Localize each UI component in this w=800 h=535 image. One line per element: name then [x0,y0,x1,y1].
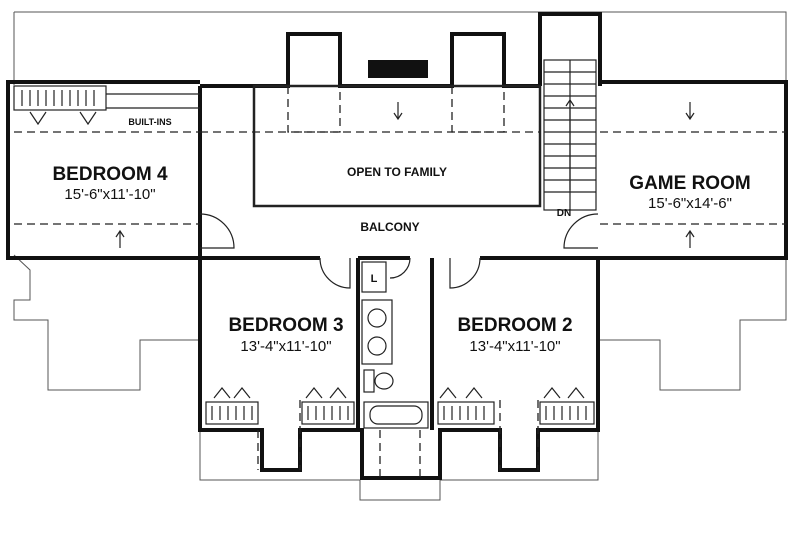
ceiling-lines [14,86,786,478]
built-ins-label: BUILT-INS [128,117,171,127]
bedroom-4-dims: 15'-6"x11'-10" [64,186,155,203]
bathroom-fixtures [361,261,429,429]
bedroom-4-name: BEDROOM 4 [52,164,168,185]
chimney [368,60,428,78]
open-to-family-void [252,84,542,208]
staircase [543,59,597,211]
slope-arrows [115,102,695,248]
door-swings [199,213,599,289]
game-room-dims: 15'-6"x14'-6" [648,195,732,212]
stair-down-label: DN [557,208,571,219]
balcony-label: BALCONY [360,220,419,234]
bedroom-3-dims: 13'-4"x11'-10" [240,338,331,355]
laundry-label: L [371,273,378,285]
open-to-family-label: OPEN TO FAMILY [347,165,447,179]
lower-closets [205,387,595,425]
bedroom-2-name: BEDROOM 2 [457,315,572,336]
exterior-walls [6,12,788,480]
built-ins-closet [13,85,200,126]
game-room-name: GAME ROOM [629,173,750,194]
bedroom-3-name: BEDROOM 3 [228,315,343,336]
bedroom-2-dims: 13'-4"x11'-10" [469,338,560,355]
